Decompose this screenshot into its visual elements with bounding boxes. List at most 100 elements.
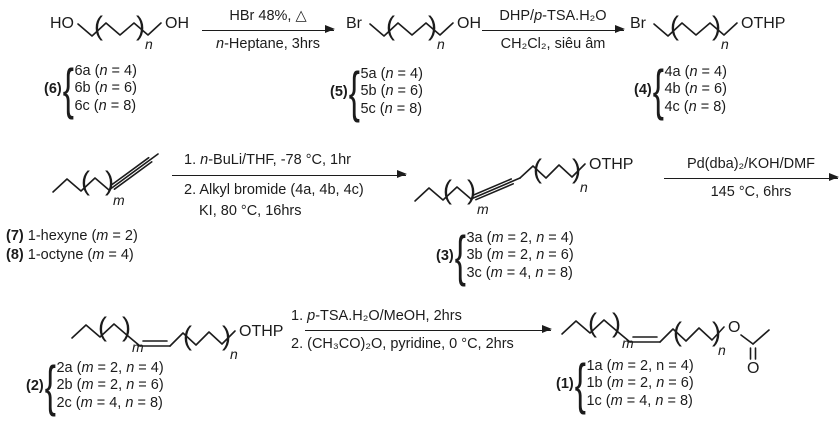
conditions-below: n-Heptane, 3hrs [216, 36, 320, 52]
compound-2-variants: (2) { 2a (m = 2, n = 4) 2b (m = 2, n = 6… [26, 358, 164, 414]
repeat-paren-close: ) [467, 175, 476, 205]
repeat-paren-open: ( [670, 11, 679, 41]
repeat-paren-open: ( [81, 166, 90, 196]
repeat-paren-open: ( [98, 312, 107, 342]
arrow-line [305, 325, 552, 334]
alkyne-name-labels: (7) 1-hexyne (m = 2) (8) 1-octyne (m = 4… [6, 227, 138, 265]
bond-zigzag [659, 326, 725, 343]
arrow-line [172, 170, 407, 179]
alkyne-label-8: (8) 1-octyne (m = 4) [6, 246, 138, 265]
alkyne-label-7: (7) 1-hexyne (m = 2) [6, 227, 138, 246]
atom-label-carbonyl-o: O [747, 360, 759, 377]
bond-zigzag [414, 186, 472, 202]
repeat-paren-open: ( [588, 308, 597, 338]
bond-zigzag [653, 22, 738, 37]
triple-bond [110, 156, 150, 186]
triple-bond [113, 161, 153, 191]
repeat-subscript-n: n [437, 36, 445, 52]
repeat-paren-open: ( [94, 11, 103, 41]
repeat-subscript-m: m [622, 335, 634, 351]
repeat-paren-close: ) [105, 166, 114, 196]
compound-3-variants: (3) { 3a (m = 2, n = 4) 3b (m = 2, n = 6… [436, 228, 574, 284]
reaction-step-2: DHP/p-TSA.H₂O CH₂Cl₂, siêu âm [482, 7, 625, 53]
repeat-paren-open: ( [673, 317, 682, 347]
variant-row: 6b (n = 6) [74, 80, 137, 97]
variant-row: 1b (m = 2, n = 6) [586, 375, 694, 392]
conditions-above: 1. p-TSA.H₂O/MeOH, 2hrs [291, 308, 462, 324]
repeat-paren-open: ( [386, 11, 395, 41]
variant-row: 3b (m = 2, n = 6) [466, 247, 574, 264]
triple-bond [473, 178, 512, 196]
triple-bond [108, 153, 159, 191]
arrow-line [202, 25, 335, 34]
compound-tag-5: (5) [330, 84, 348, 100]
compound-tag-4: (4) [634, 82, 652, 98]
conditions-below: 145 °C, 6hrs [710, 184, 792, 200]
variant-row: 4b (n = 6) [664, 81, 727, 98]
arrow-line [482, 25, 625, 34]
compound-tag-7: (7) [6, 228, 24, 244]
methyl-bond [752, 329, 770, 345]
variant-row: 6a (n = 4) [74, 62, 137, 79]
conditions-above: DHP/p-TSA.H₂O [499, 8, 607, 24]
structure-bromoalcohol-5: Br ( ) n OH [346, 11, 481, 52]
variant-row: 1a (m = 2, n = 4) [586, 357, 694, 374]
conditions-above: HBr 48%, △ [229, 8, 307, 24]
repeat-paren-close: ) [222, 321, 231, 351]
variant-row: 2a (m = 2, n = 4) [56, 359, 164, 376]
structure-terminal-alkyne-7-8: ( ) m [52, 153, 159, 208]
repeat-paren-open: ( [443, 175, 452, 205]
alkyne-name: 1-hexyne (m = 2) [27, 228, 138, 244]
repeat-paren-close: ) [712, 11, 721, 41]
compound-tag-6: (6) [44, 81, 62, 97]
brace: { [454, 224, 466, 287]
repeat-subscript-m: m [477, 201, 489, 217]
atom-label-oh: OH [457, 15, 481, 32]
repeat-paren-close: ) [712, 317, 721, 347]
reaction-step-4: Pd(dba)₂/KOH/DMF 145 °C, 6hrs [664, 155, 839, 201]
variant-row: 3a (m = 2, n = 4) [466, 229, 574, 246]
alkyne-name: 1-octyne (m = 4) [27, 247, 134, 263]
brace: { [44, 354, 56, 417]
repeat-paren-close: ) [122, 312, 131, 342]
atom-label-othp: OTHP [741, 15, 785, 32]
brace: { [652, 58, 664, 121]
structure-diol-6: HO ( ) n OH [50, 11, 189, 52]
compound-tag-8: (8) [6, 247, 24, 263]
reaction-step-3: 1. n-BuLi/THF, -78 °C, 1hr 2. Alkyl brom… [172, 151, 407, 220]
structure-cis-alkene-othp-2: ( ) m ( ) n OTHP [71, 312, 283, 362]
repeat-paren-open: ( [183, 321, 192, 351]
variant-row: 5a (n = 4) [360, 65, 423, 82]
bond-zigzag [561, 319, 631, 343]
brace: { [574, 352, 586, 415]
arrow-line [664, 173, 839, 182]
repeat-paren-close: ) [612, 308, 621, 338]
repeat-subscript-n: n [721, 36, 729, 52]
variant-row: 1c (m = 4, n = 8) [586, 392, 693, 409]
bond-zigzag [77, 22, 162, 37]
repeat-subscript-n: n [230, 346, 238, 362]
bond-zigzag [519, 163, 586, 179]
variant-row: 4c (n = 8) [664, 98, 727, 115]
atom-label-br: Br [346, 15, 363, 32]
structure-acetate-1: ( ) m ( ) n O O [561, 308, 770, 377]
bond-zigzag [71, 323, 141, 347]
repeat-subscript-m: m [113, 192, 125, 208]
repeat-subscript-n: n [145, 36, 153, 52]
repeat-subscript-n: n [718, 342, 726, 358]
compound-tag-1: (1) [556, 376, 574, 392]
conditions-below: CH₂Cl₂, siêu âm [500, 36, 606, 52]
variant-row: 5c (n = 8) [360, 100, 423, 117]
atom-label-othp: OTHP [239, 323, 283, 340]
structure-alkyne-othp-3: ( ) m ( ) n OTHP [414, 154, 633, 217]
variant-row: 6c (n = 8) [74, 97, 137, 114]
compound-6-variants: (6) { 6a (n = 4) 6b (n = 6) 6c (n = 8) [44, 61, 137, 117]
repeat-paren-close: ) [428, 11, 437, 41]
repeat-subscript-m: m [132, 339, 144, 355]
atom-label-br: Br [630, 15, 647, 32]
brace: { [348, 60, 360, 123]
bond-zigzag [52, 177, 110, 193]
atom-label-othp: OTHP [589, 156, 633, 173]
compound-1-variants: (1) { 1a (m = 2, n = 4) 1b (m = 2, n = 6… [556, 356, 694, 412]
compound-tag-3: (3) [436, 248, 454, 264]
